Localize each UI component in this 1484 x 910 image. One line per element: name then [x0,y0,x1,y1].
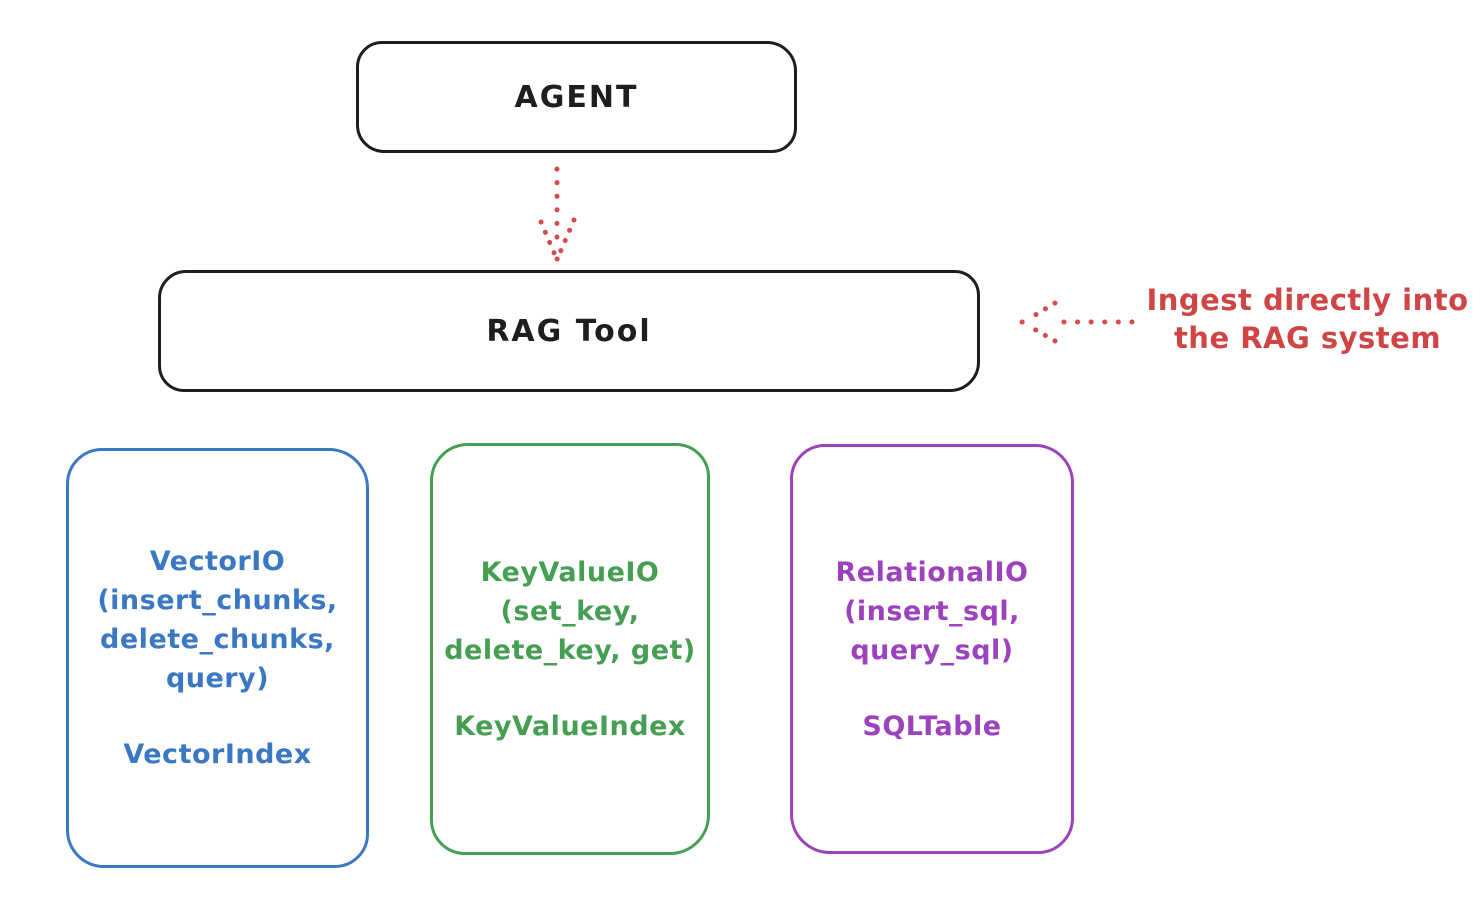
relational-io-node: RelationalIO (insert_sql, query_sql) SQL… [790,444,1074,854]
agent-label: AGENT [514,79,639,115]
vector-io-methods-line1: (insert_chunks, [97,585,338,616]
key-value-io-methods-line1: (set_key, [500,595,640,627]
ingest-annotation-arrow [1019,300,1135,344]
rag-tool-node: RAG Tool [158,270,980,392]
vector-io-methods-line3: query) [165,663,270,694]
vector-io-methods-line2: delete_chunks, [100,624,335,655]
ingest-annotation: Ingest directly into the RAG system [1135,281,1480,357]
relational-io-methods-line1: (insert_sql, [844,595,1020,627]
vector-io-node: VectorIO (insert_chunks, delete_chunks, … [66,448,369,868]
ingest-annotation-line1: Ingest directly into [1146,283,1469,317]
key-value-io-node: KeyValueIO (set_key, delete_key, get) Ke… [430,443,710,855]
rag-tool-label: RAG Tool [486,313,652,349]
key-value-io-methods-line2: delete_key, get) [444,634,696,666]
key-value-io-title: KeyValueIO [480,556,660,588]
ingest-annotation-line2: the RAG system [1173,321,1442,355]
relational-io-methods-line2: query_sql) [850,634,1014,666]
key-value-index-label: KeyValueIndex [454,710,686,742]
sql-table-label: SQLTable [862,710,1002,742]
vector-io-title: VectorIO [149,546,286,577]
agent-node: AGENT [356,41,797,153]
relational-io-title: RelationalIO [835,556,1029,588]
agent-to-ragtool-arrow [538,166,577,262]
vector-index-label: VectorIndex [123,739,312,770]
